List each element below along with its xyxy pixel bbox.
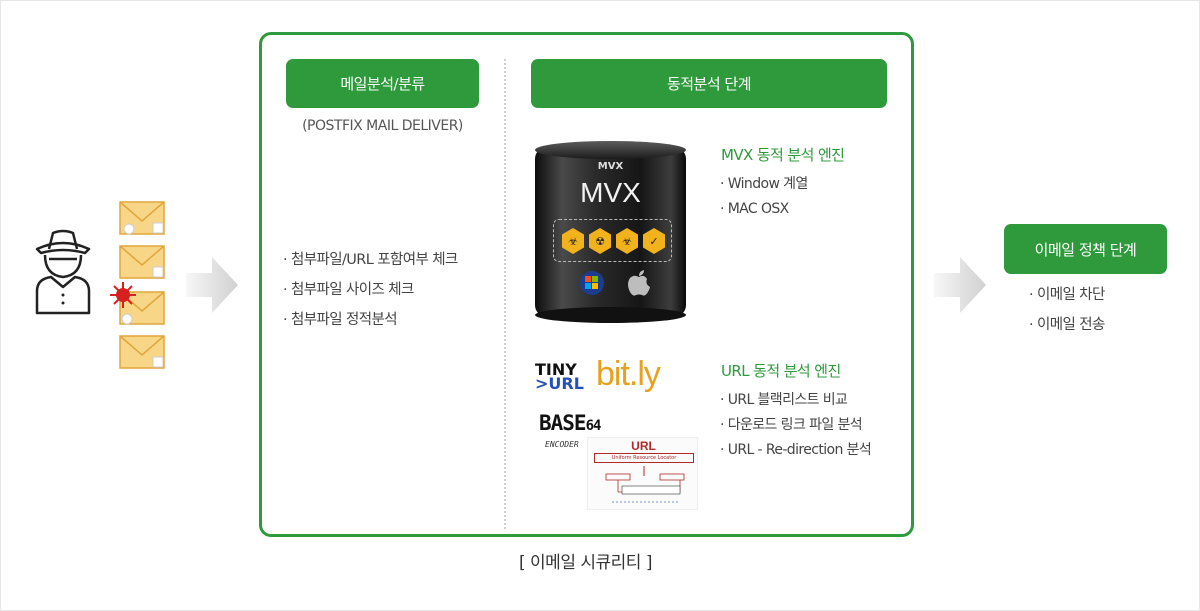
biohazard-icon: ☣ (562, 228, 584, 254)
url-engine-title: URL 동적 분석 엔진 (721, 362, 841, 380)
tinyurl-top: TINY (535, 360, 577, 379)
arrow-right-icon (934, 257, 986, 313)
tinyurl-logo: TINY >URL (535, 360, 584, 393)
url-diagram-image: URL Uniform Resource Locator (587, 437, 698, 510)
mvx-engine-title: MVX 동적 분석 엔진 (721, 146, 845, 164)
mvx-logo: MVX (580, 177, 641, 208)
radiation-icon: ☢ (589, 228, 611, 254)
url-diagram-title: URL (631, 439, 656, 453)
divider (504, 59, 506, 529)
list-item: 이메일 차단 (1029, 288, 1105, 303)
base64-logo: BASE64 (539, 411, 602, 435)
url-diagram-lines (605, 466, 685, 503)
windows-icon (580, 271, 604, 295)
list-item: 다운로드 링크 파일 분석 (720, 418, 871, 433)
list-item: 첨부파일 정적분석 (283, 313, 458, 328)
url-diagram-sub: Uniform Resource Locator (594, 453, 694, 463)
list-item: URL 블랙리스트 비교 (720, 393, 871, 408)
base64-caption: ENCODER (545, 440, 579, 449)
apple-icon (628, 270, 650, 296)
mail-analysis-subtitle: (POSTFIX MAIL DELIVER) (302, 118, 463, 134)
envelope-icon (119, 245, 165, 279)
hacker-icon (35, 229, 91, 315)
envelope-icon (119, 201, 165, 235)
mvx-engine-image: MVX MVX ☣ ☢ ☣ ✓ (535, 141, 686, 323)
virus-icon (110, 282, 136, 308)
mail-analysis-step: 메일분석/분류 (286, 59, 479, 108)
list-item: Window 계열 (720, 177, 809, 192)
list-item: MAC OSX (720, 202, 808, 217)
base64-sub: 64 (585, 418, 602, 434)
envelope-icon (119, 335, 165, 369)
base64-text: BASE (539, 411, 587, 435)
check-icon: ✓ (643, 228, 665, 254)
dynamic-analysis-step: 동적분석 단계 (531, 59, 887, 108)
mvx-engine-list: Window 계열 MAC OSX (720, 177, 809, 227)
biohazard-icon: ☣ (616, 228, 638, 254)
threat-icons: ☣ ☢ ☣ ✓ (553, 219, 672, 262)
email-stack (109, 199, 171, 371)
tinyurl-bottom: >URL (535, 374, 584, 393)
panel-caption: [ 이메일 시큐리티 ] (519, 553, 652, 573)
policy-step: 이메일 정책 단계 (1004, 224, 1167, 274)
list-item: URL - Re-direction 분석 (720, 443, 872, 458)
mvx-logo-small: MVX (597, 161, 624, 172)
bitly-logo: bit.ly (596, 355, 661, 393)
arrow-right-icon (186, 257, 238, 313)
list-item: 첨부파일/URL 포함여부 체크 (283, 253, 458, 268)
mail-analysis-list: 첨부파일/URL 포함여부 체크 첨부파일 사이즈 체크 첨부파일 정적분석 (283, 253, 458, 343)
list-item: 이메일 전송 (1029, 318, 1105, 333)
list-item: 첨부파일 사이즈 체크 (283, 283, 458, 298)
url-engine-list: URL 블랙리스트 비교 다운로드 링크 파일 분석 URL - Re-dire… (720, 393, 872, 468)
policy-list: 이메일 차단 이메일 전송 (1029, 288, 1105, 348)
